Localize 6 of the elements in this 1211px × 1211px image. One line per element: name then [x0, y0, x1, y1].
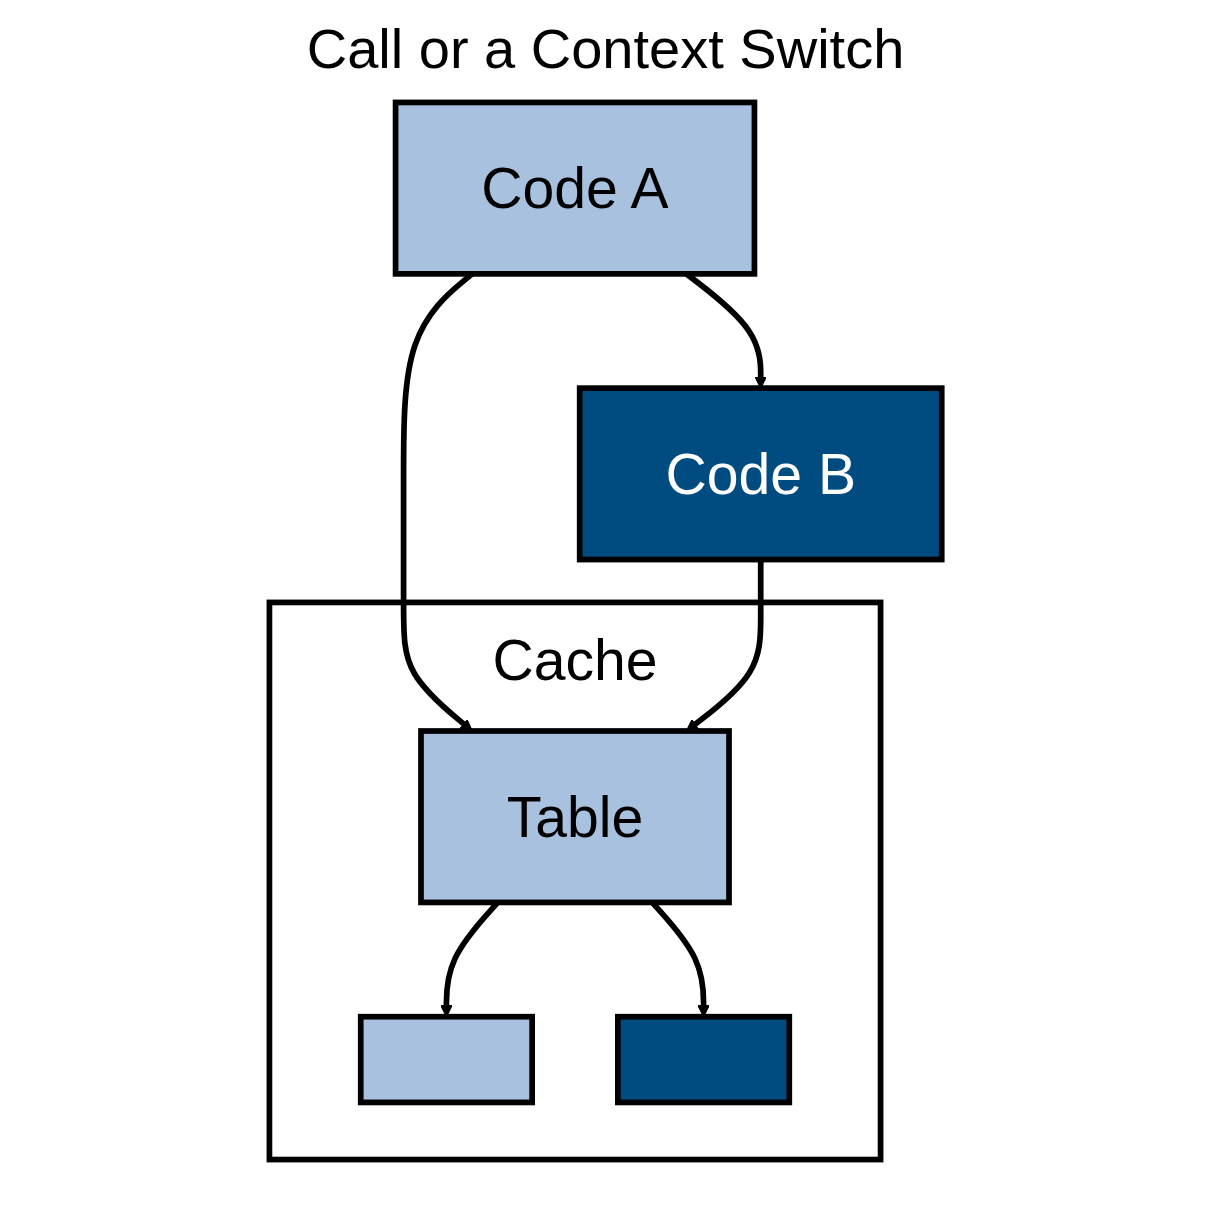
node-box: Code B: [576, 385, 945, 563]
node-box: Table: [418, 728, 732, 906]
node-box: [614, 1013, 793, 1106]
node-box: Code A: [392, 99, 758, 277]
node-box: [357, 1013, 535, 1106]
diagram-title: Call or a Context Switch: [305, 16, 906, 81]
